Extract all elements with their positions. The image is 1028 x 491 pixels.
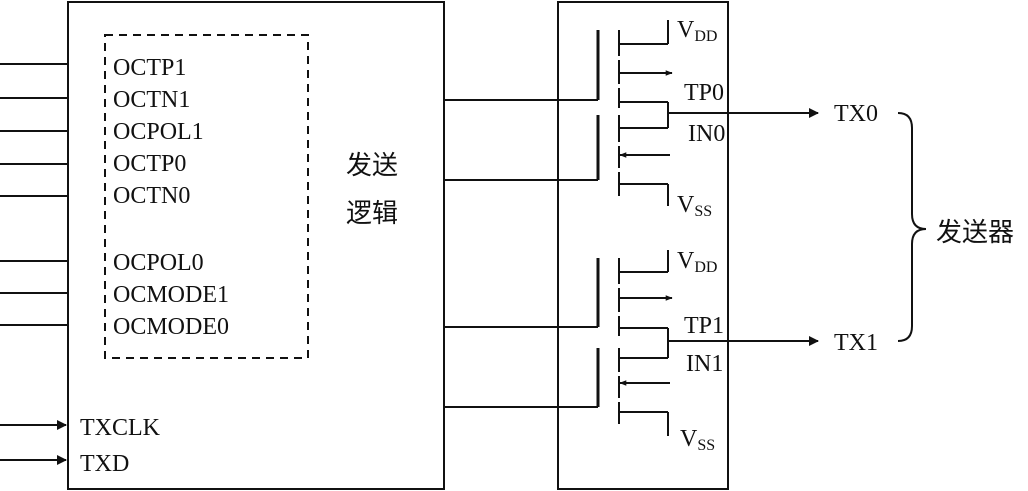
vss-label: VSS <box>677 192 712 220</box>
driver-block <box>557 1 729 490</box>
in-label: IN0 <box>688 121 725 147</box>
gate-drive-lines <box>444 99 598 408</box>
brace-icon <box>897 112 927 342</box>
tx-output-label: TX0 <box>834 101 878 127</box>
vdd-label: VDD <box>677 248 717 276</box>
logic-label-line2: 逻辑 <box>346 199 398 229</box>
tx-output-label: TX1 <box>834 330 878 356</box>
register-label: OCTN0 <box>113 183 190 209</box>
register-list: OCTP1 OCTN1 OCPOL1 OCTP0 OCTN0 OCPOL0 OC… <box>113 55 229 340</box>
txd-label: TXD <box>80 451 129 477</box>
vss-label: VSS <box>680 426 715 454</box>
in-label: IN1 <box>686 351 723 377</box>
register-group-box <box>104 34 309 359</box>
register-label: OCTP0 <box>113 151 186 177</box>
transmitter-label: 发送器 <box>936 218 1014 248</box>
transmit-logic-block <box>67 1 445 490</box>
register-label: OCTN1 <box>113 87 190 113</box>
txclk-label: TXCLK <box>80 415 161 441</box>
register-label: OCPOL1 <box>113 119 204 145</box>
driver-channel-0: VDD TP0 IN0 VSS TX0 <box>596 17 878 220</box>
tp-label: TP0 <box>684 80 724 106</box>
tp-label: TP1 <box>684 313 724 339</box>
input-lines <box>0 63 68 326</box>
register-label: OCTP1 <box>113 55 186 81</box>
driver-channel-1: VDD TP1 IN1 VSS TX1 <box>596 248 878 454</box>
vdd-label: VDD <box>677 17 717 45</box>
register-label: OCPOL0 <box>113 250 204 276</box>
logic-label-line1: 发送 <box>346 151 398 181</box>
register-label: OCMODE0 <box>113 314 229 340</box>
register-label: OCMODE1 <box>113 282 229 308</box>
